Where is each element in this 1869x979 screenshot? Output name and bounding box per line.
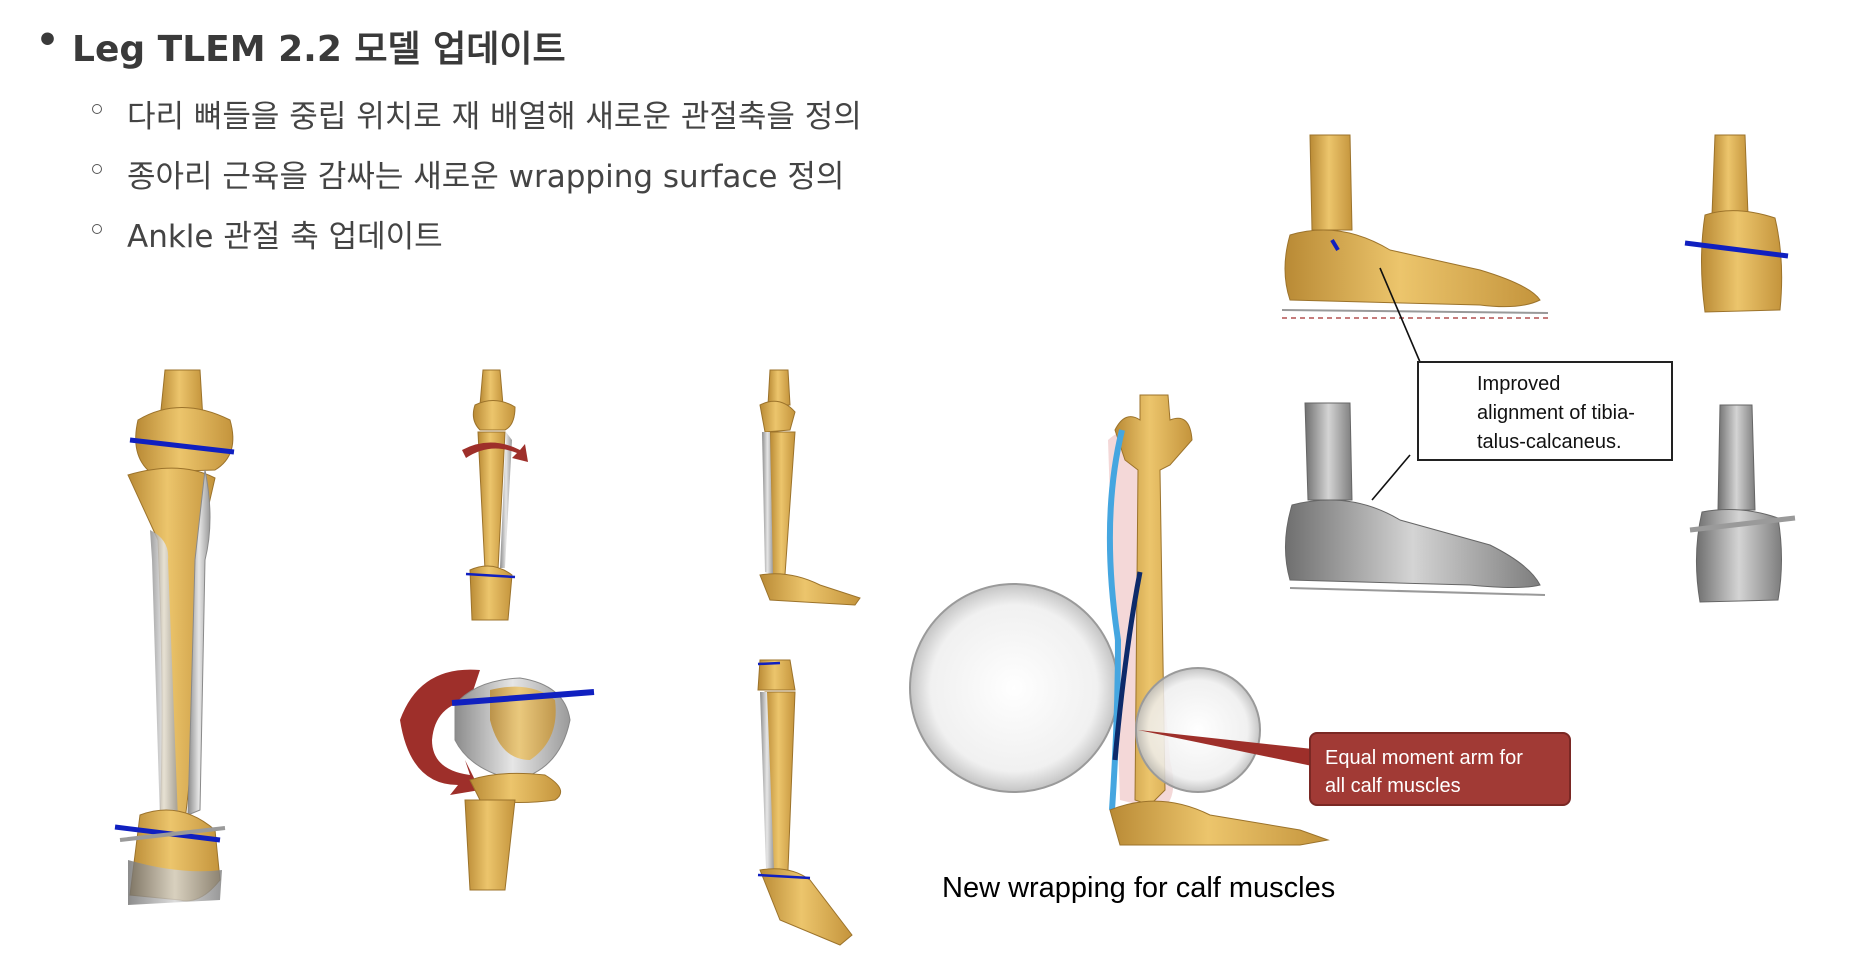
sub-bullet-text: Ankle 관절 축 업데이트 bbox=[127, 219, 443, 255]
foot-top-view-rotation bbox=[400, 669, 595, 891]
sub-bullet-ring-icon bbox=[92, 224, 102, 234]
alignment-callout-line: talus-calcaneus. bbox=[1477, 431, 1622, 453]
calf-wrapping-figure bbox=[909, 394, 1330, 846]
leg-side-view-lower bbox=[757, 659, 853, 946]
ankle-side-view-gray bbox=[1284, 402, 1546, 596]
leg-front-view-large bbox=[114, 369, 235, 905]
alignment-callout: Improved alignment of tibia- talus-calca… bbox=[1417, 361, 1673, 461]
main-bullet-text: Leg TLEM 2.2 모델 업데이트 bbox=[72, 29, 566, 70]
callout-leader-line-top bbox=[1379, 267, 1421, 363]
leg-side-view-upper bbox=[759, 369, 861, 606]
figure-caption: New wrapping for calf muscles bbox=[942, 872, 1336, 904]
moment-arm-callout: Equal moment arm for all calf muscles bbox=[1309, 732, 1571, 806]
moment-arm-callout-line: Equal moment arm for bbox=[1325, 747, 1523, 769]
alignment-callout-line: Improved bbox=[1477, 373, 1561, 395]
sub-bullet-text: 다리 뼈들을 중립 위치로 재 배열해 새로운 관절축을 정의 bbox=[127, 99, 862, 135]
bullet-dot: • bbox=[36, 20, 60, 61]
ankle-side-view-gold bbox=[1281, 134, 1549, 319]
ankle-front-view-gold bbox=[1684, 134, 1789, 313]
alignment-callout-line: alignment of tibia- bbox=[1477, 402, 1635, 424]
leg-front-view-small bbox=[462, 369, 528, 621]
ankle-front-view-gray bbox=[1689, 404, 1796, 603]
moment-arm-callout-line: all calf muscles bbox=[1325, 775, 1461, 797]
sub-bullet-ring-icon bbox=[92, 104, 102, 114]
sub-bullet-ring-icon bbox=[92, 164, 102, 174]
callout-leader-line-bottom bbox=[1371, 454, 1411, 501]
sub-bullet-text: 종아리 근육을 감싸는 새로운 wrapping surface 정의 bbox=[127, 159, 845, 195]
